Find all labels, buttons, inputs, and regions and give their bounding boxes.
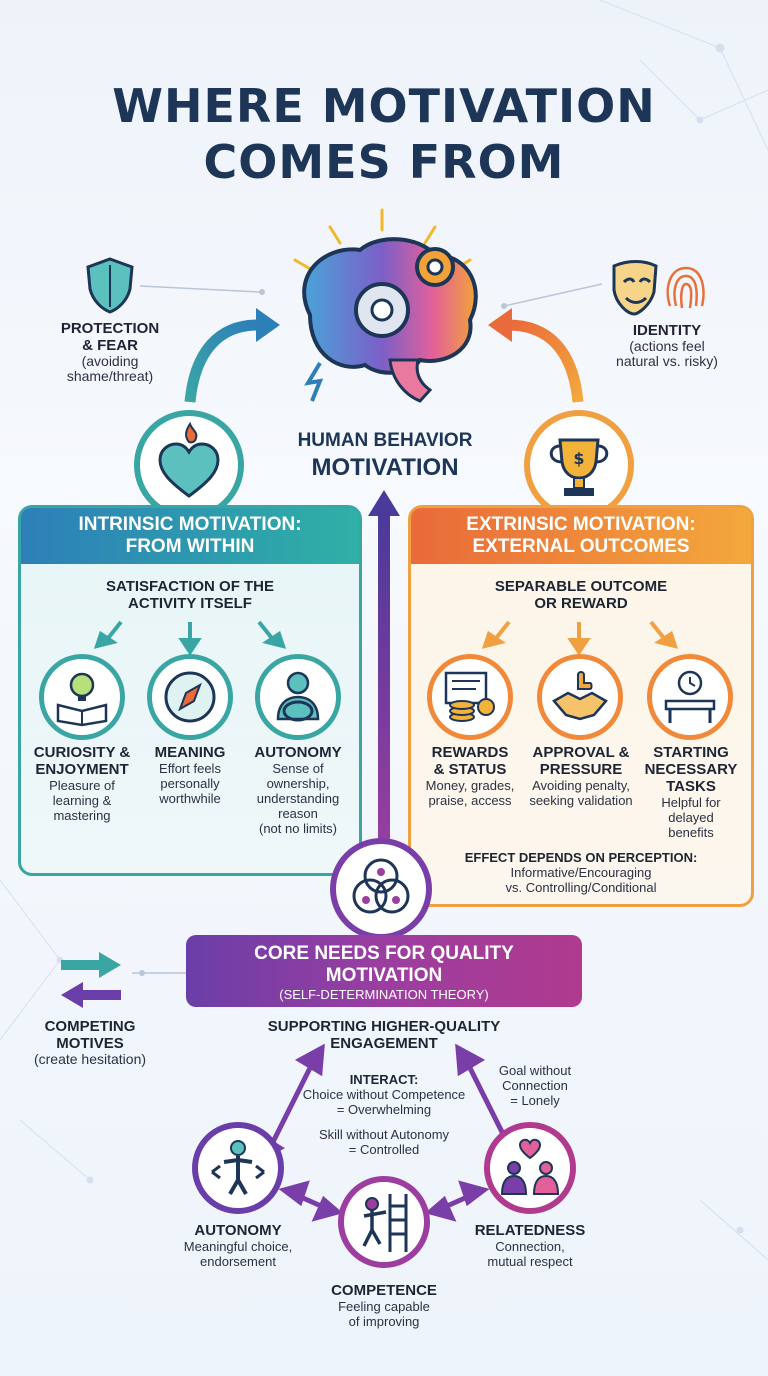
clock-barrier-icon (664, 670, 716, 723)
heart-flame-icon (158, 421, 220, 498)
shield-icon (86, 257, 134, 314)
approval-item: APPROVAL & PRESSURE Avoiding penalty, se… (529, 744, 633, 808)
up-arrow (368, 490, 400, 860)
relatedness-need: RELATEDNESS Connection, mutual respect (474, 1222, 586, 1269)
heart-circle (134, 410, 244, 520)
protection-connector (140, 285, 265, 295)
goal-note: Goal without Connection = Lonely (498, 1063, 572, 1108)
intrinsic-panel: INTRINSIC MOTIVATION: FROM WITHIN SATISF… (18, 505, 362, 876)
supporting-label: SUPPORTING HIGHER-QUALITY ENGAGEMENT (267, 1018, 501, 1052)
competing-motives: COMPETING MOTIVES (create hesitation) (33, 1018, 147, 1067)
interact-note: INTERACT: Choice without Competence = Ov… (302, 1072, 466, 1157)
center-label: HUMAN BEHAVIOR MOTIVATION (297, 430, 473, 481)
curiosity-item: CURIOSITY & ENJOYMENT Pleasure of learni… (33, 744, 131, 823)
intrinsic-subtitle: SATISFACTION OF THE ACTIVITY ITSELF (105, 578, 275, 612)
autonomy-need: AUTONOMY Meaningful choice, endorsement (183, 1222, 293, 1269)
compass-icon (164, 671, 216, 723)
ladder-climber-icon (362, 1194, 408, 1252)
intrinsic-banner: INTRINSIC MOTIVATION: FROM WITHIN (21, 508, 359, 564)
page-title: WHERE MOTIVATION COMES FROM (112, 79, 656, 189)
rewards-item: REWARDS & STATUS Money, grades, praise, … (425, 744, 515, 808)
mask-fingerprint-icon (612, 260, 705, 316)
trophy-circle: $ (524, 410, 634, 520)
people-heart-icon (500, 1138, 560, 1195)
core-circle (330, 838, 432, 940)
meaning-item: MEANING Effort feels personally worthwhi… (154, 744, 226, 806)
core-banner: CORE NEEDS FOR QUALITY MOTIVATION (SELF-… (186, 935, 582, 1007)
extrinsic-subtitle: SEPARABLE OUTCOME OR REWARD (494, 578, 668, 612)
effect-note: EFFECT DEPENDS ON PERCEPTION: Informativ… (464, 850, 698, 895)
autonomy-need-circle (192, 1122, 284, 1214)
certificate-coins-icon (444, 671, 495, 722)
trophy-icon: $ (549, 438, 609, 496)
tasks-item: STARTING NECESSARY TASKS Helpful for del… (644, 744, 738, 840)
driver-icon (276, 671, 320, 722)
brain-gears-icon (293, 208, 478, 403)
competence-need-circle (338, 1176, 430, 1268)
meaning-circle (147, 654, 233, 740)
autonomy-item: AUTONOMY Sense of ownership, understandi… (254, 744, 342, 836)
extrinsic-panel: EXTRINSIC MOTIVATION: EXTERNAL OUTCOMES … (408, 505, 754, 907)
approval-circle (537, 654, 623, 740)
relatedness-need-circle (484, 1122, 576, 1214)
protection-fear: PROTECTION & FEAR (avoiding shame/threat… (60, 320, 160, 384)
extrinsic-banner: EXTRINSIC MOTIVATION: EXTERNAL OUTCOMES (411, 508, 751, 564)
tasks-circle (647, 654, 733, 740)
svg-text:$: $ (573, 449, 584, 468)
lightbulb-book-icon (56, 672, 108, 727)
flow-arrows (184, 308, 584, 403)
rewards-circle (427, 654, 513, 740)
competing-connector (132, 970, 186, 976)
competing-arrows-icon (61, 952, 121, 1008)
venn-people-icon (352, 858, 410, 914)
handshake-icon (552, 671, 608, 721)
identity-connector (501, 283, 603, 309)
intrinsic-arrows (93, 620, 287, 656)
extrinsic-arrows (481, 620, 679, 656)
person-arrows-icon (211, 1140, 265, 1195)
identity: IDENTITY (actions feel natural vs. risky… (616, 322, 718, 369)
autonomy-circle (255, 654, 341, 740)
competence-need: COMPETENCE Feeling capable of improving (331, 1282, 437, 1329)
curiosity-circle (39, 654, 125, 740)
